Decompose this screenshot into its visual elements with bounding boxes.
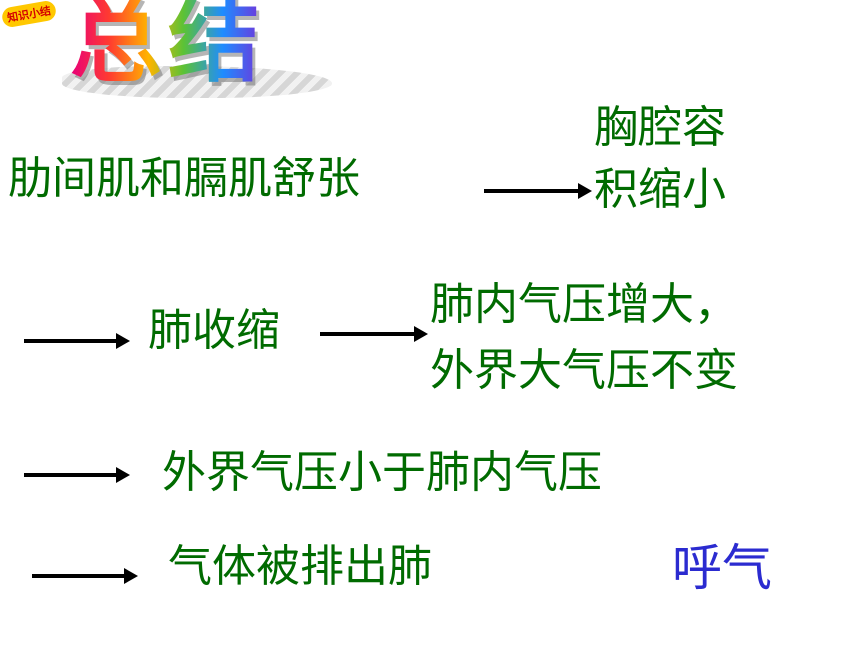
title-shadow-decoration (62, 66, 332, 98)
title-logo: 知识小结 总结 (0, 0, 340, 115)
step-1-text: 肋间肌和膈肌舒张 (8, 153, 360, 204)
page-title: 总结 (70, 0, 266, 88)
conclusion-label: 呼气 (672, 539, 772, 597)
logo-badge: 知识小结 (0, 0, 58, 29)
step-3-text: 外界气压小于肺内气压 (162, 447, 602, 498)
result-2-line-1: 肺内气压增大， (430, 279, 738, 330)
result-1-line-2: 积缩小 (594, 164, 726, 215)
right-arrow-icon (24, 467, 130, 483)
result-2-line-2: 外界大气压不变 (430, 345, 738, 396)
step-4-text: 气体被排出肺 (168, 541, 432, 592)
result-1-line-1: 胸腔容 (594, 102, 726, 153)
step-2-text: 肺收缩 (148, 305, 280, 356)
right-arrow-icon (320, 326, 428, 342)
right-arrow-icon (24, 333, 130, 349)
right-arrow-icon (484, 183, 592, 199)
right-arrow-icon (32, 568, 138, 584)
